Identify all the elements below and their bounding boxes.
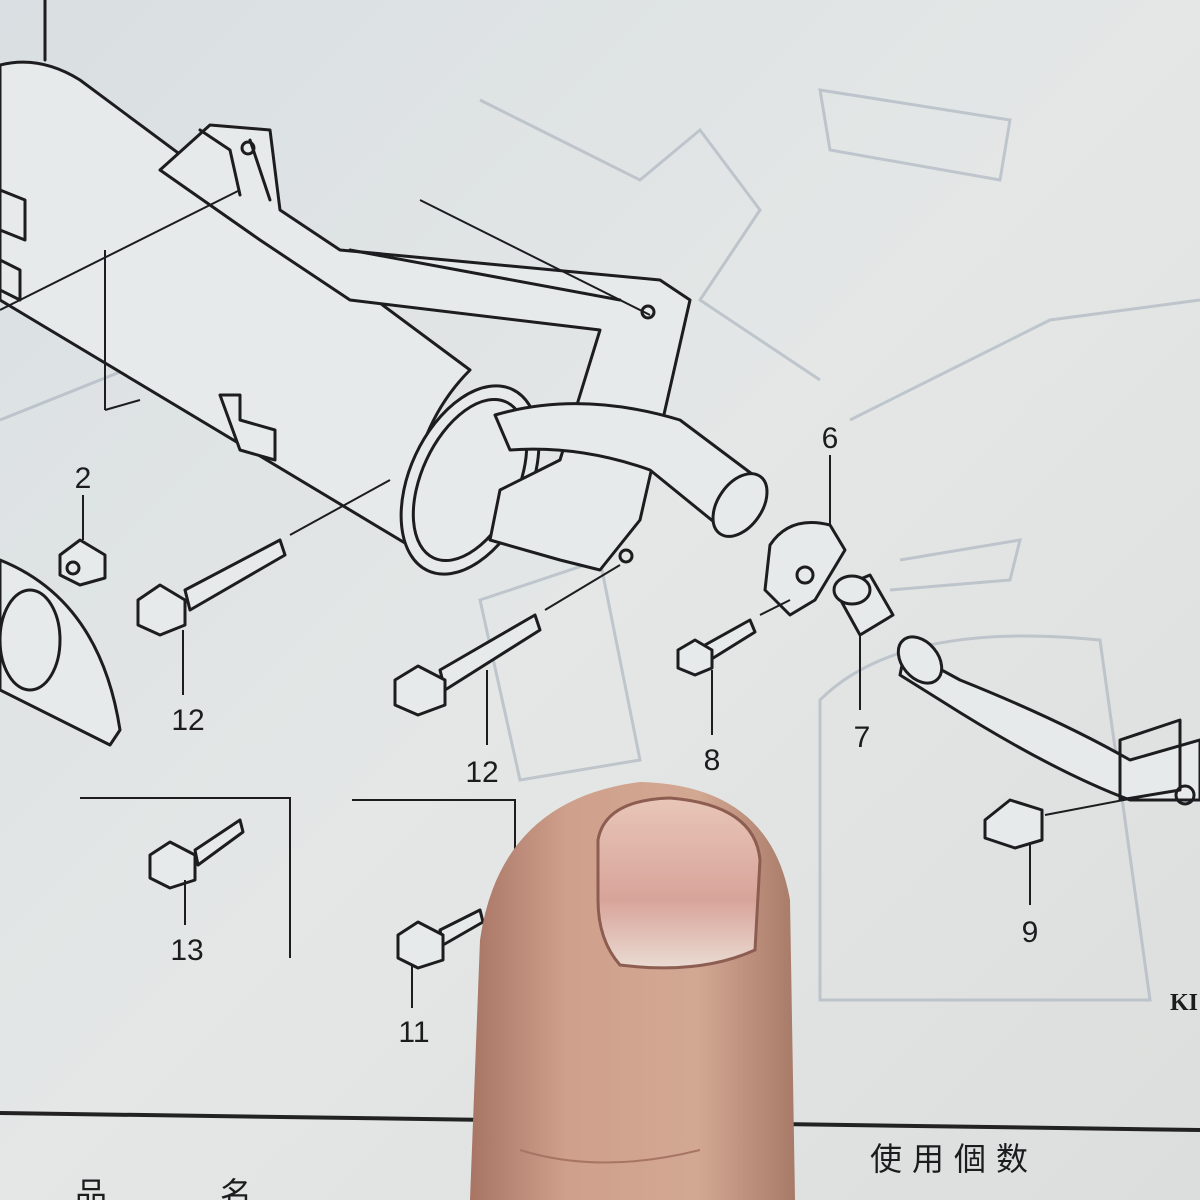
callout-7: 7 <box>854 721 871 754</box>
collar-7 <box>832 573 895 637</box>
fingernail <box>596 796 762 970</box>
nut-9 <box>983 798 1044 850</box>
name-header-right: 名 <box>220 1175 262 1200</box>
leader-lines <box>80 455 1031 1008</box>
callout-8: 8 <box>704 744 721 777</box>
bolt-13 <box>148 818 245 890</box>
callout-labels: 2 6 12 12 8 7 9 13 11 KI <box>75 422 1198 1049</box>
nut-2 <box>58 538 107 587</box>
muffler-assembly <box>0 60 769 576</box>
callout-2: 2 <box>75 462 92 495</box>
bolt-12-center <box>393 613 542 717</box>
callout-6: 6 <box>822 422 839 455</box>
finger <box>470 782 795 1200</box>
callout-11: 11 <box>398 1016 429 1049</box>
callout-9: 9 <box>1022 916 1039 949</box>
bolt-12-left <box>136 538 287 637</box>
callout-12-left: 12 <box>171 704 204 737</box>
tail-pipe <box>896 635 1200 816</box>
clamp-6 <box>763 521 847 617</box>
callout-13: 13 <box>170 934 203 967</box>
parts-table-header: 使用個数 品 名 <box>0 1111 1200 1200</box>
callout-12-center: 12 <box>465 756 498 789</box>
name-header-left: 品 <box>75 1175 117 1200</box>
quantity-header: 使用個数 <box>870 1140 1038 1178</box>
bolt-11 <box>396 908 485 970</box>
edge-code: KI <box>1170 990 1198 1016</box>
bolt-8 <box>676 618 757 677</box>
